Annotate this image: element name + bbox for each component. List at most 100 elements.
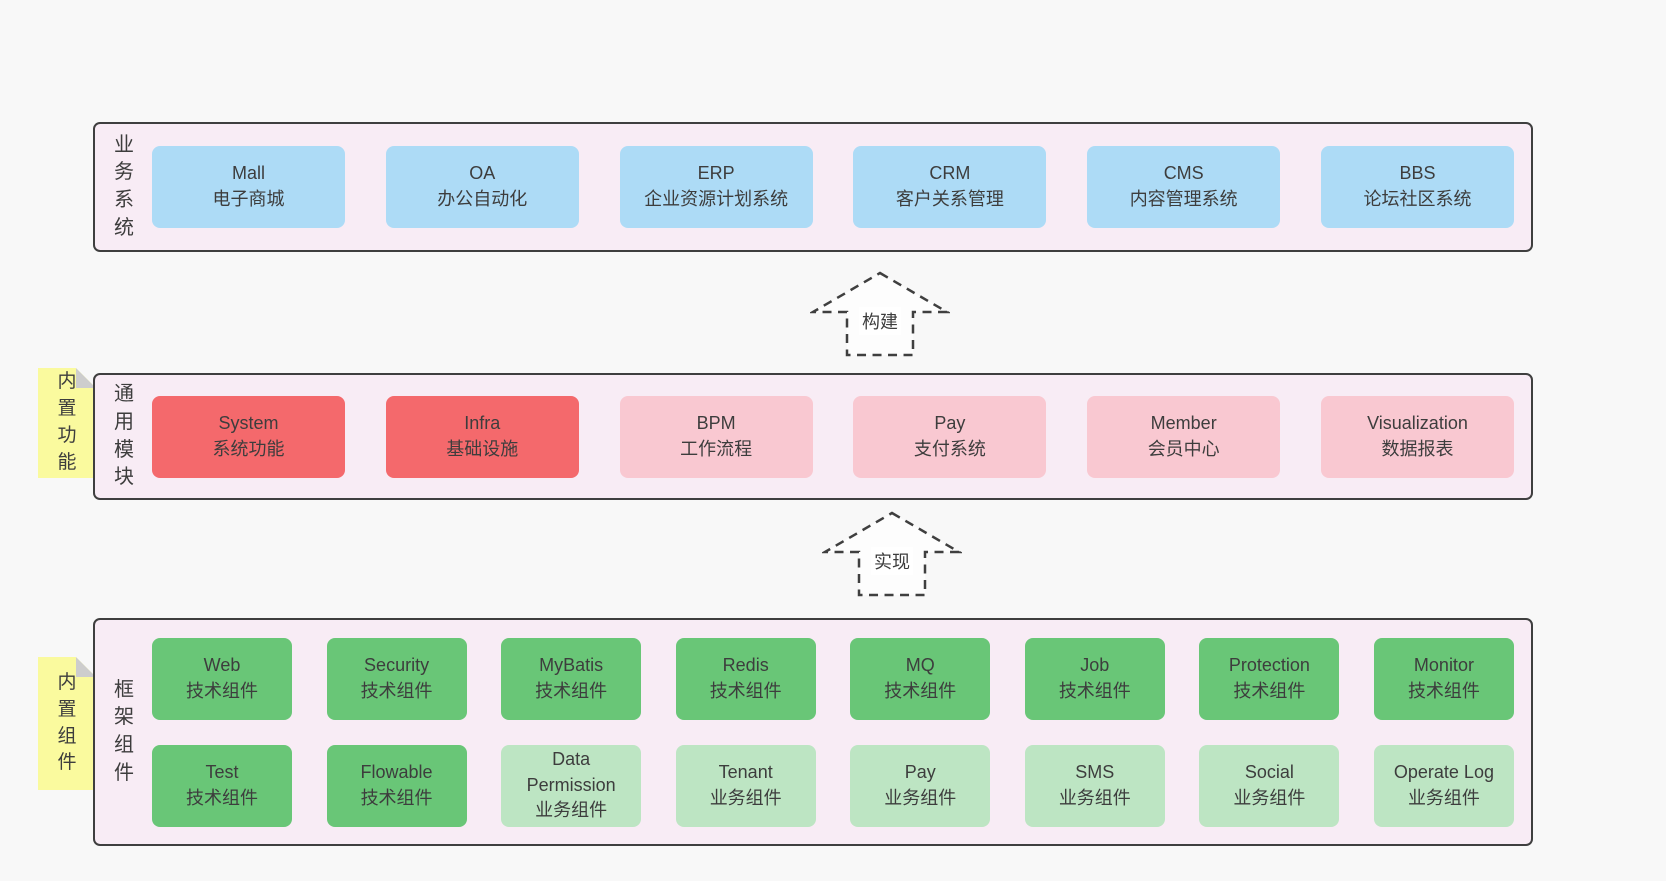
box-title: Flowable bbox=[360, 761, 433, 782]
box-mq: MQ 技术组件 bbox=[850, 637, 991, 720]
box-subtitle: 技术组件 bbox=[360, 680, 433, 701]
box-title: Pay bbox=[904, 761, 936, 782]
sticky-note-built-in-components: 内置组件 bbox=[38, 657, 96, 790]
box-title: Pay bbox=[934, 412, 966, 433]
box-oa: OA 办公自动化 bbox=[385, 146, 579, 228]
box-redis: Redis 技术组件 bbox=[675, 637, 816, 720]
box-job: Job 技术组件 bbox=[1024, 637, 1165, 720]
box-subtitle: 业务组件 bbox=[709, 787, 782, 808]
box-bpm: BPM 工作流程 bbox=[619, 395, 813, 478]
box-subtitle: 系统功能 bbox=[212, 438, 285, 459]
box-subtitle: 数据报表 bbox=[1381, 438, 1454, 459]
box-pay: Pay 支付系统 bbox=[853, 395, 1047, 478]
box-title: Tenant bbox=[718, 761, 773, 782]
section-framework-components: 框架组件 Web 技术组件 Security 技术组件 MyBatis 技术组件… bbox=[93, 618, 1533, 846]
box-subtitle: 技术组件 bbox=[535, 680, 608, 701]
box-subtitle: 企业资源计划系统 bbox=[644, 189, 789, 209]
box-subtitle: 基础设施 bbox=[446, 438, 519, 459]
box-sms: SMS 业务组件 bbox=[1024, 744, 1165, 827]
box-subtitle: 技术组件 bbox=[1058, 680, 1131, 701]
box-social: Social 业务组件 bbox=[1199, 744, 1340, 827]
box-bbs: BBS 论坛社区系统 bbox=[1320, 146, 1514, 228]
box-web: Web 技术组件 bbox=[152, 637, 292, 720]
box-member: Member 会员中心 bbox=[1087, 395, 1281, 478]
box-subtitle: 业务组件 bbox=[1233, 787, 1306, 808]
section-label-text: 框架组件 bbox=[114, 678, 134, 784]
box-title: Web bbox=[203, 654, 241, 675]
framework-row-1: Web 技术组件 Security 技术组件 MyBatis 技术组件 Redi… bbox=[152, 637, 1514, 720]
box-crm: CRM 客户关系管理 bbox=[853, 146, 1047, 228]
section-label-business: 业务系统 bbox=[95, 124, 153, 250]
box-title: Test bbox=[205, 761, 239, 782]
box-subtitle: 工作流程 bbox=[680, 438, 753, 459]
box-subtitle: 技术组件 bbox=[884, 680, 957, 701]
box-flowable: Flowable 技术组件 bbox=[326, 744, 467, 827]
note-text: 内置功能 bbox=[57, 371, 77, 473]
box-title: Data Permission bbox=[526, 749, 616, 795]
box-title: CRM bbox=[929, 163, 971, 184]
box-title: Member bbox=[1150, 412, 1217, 433]
box-subtitle: 技术组件 bbox=[1407, 680, 1480, 701]
box-title: Mall bbox=[231, 163, 265, 184]
box-title: Visualization bbox=[1367, 412, 1468, 433]
arrow-implement: 实现 bbox=[822, 510, 962, 598]
section-business-systems: 业务系统 Mall 电子商城 OA 办公自动化 ERP 企业资源计划系统 CRM… bbox=[93, 122, 1533, 252]
box-subtitle: 内容管理系统 bbox=[1129, 189, 1238, 209]
box-title: Infra bbox=[464, 412, 501, 433]
arrow-implement-label: 实现 bbox=[871, 547, 913, 575]
box-monitor: Monitor 技术组件 bbox=[1373, 637, 1514, 720]
box-title: ERP bbox=[697, 163, 735, 184]
box-title: Job bbox=[1080, 654, 1110, 675]
box-system: System 系统功能 bbox=[152, 395, 345, 478]
box-subtitle: 技术组件 bbox=[186, 680, 258, 701]
note-text: 内置组件 bbox=[57, 671, 77, 774]
box-subtitle: 技术组件 bbox=[709, 680, 782, 701]
box-title: CMS bbox=[1163, 163, 1204, 184]
box-subtitle: 支付系统 bbox=[913, 438, 986, 459]
box-title: BBS bbox=[1399, 163, 1436, 184]
box-subtitle: 业务组件 bbox=[535, 800, 608, 821]
section-label-modules: 通用模块 bbox=[95, 375, 153, 498]
box-mybatis: MyBatis 技术组件 bbox=[501, 637, 642, 720]
box-subtitle: 会员中心 bbox=[1147, 438, 1220, 459]
section-label-text: 通用模块 bbox=[114, 383, 134, 489]
box-subtitle: 办公自动化 bbox=[437, 189, 528, 209]
section-label-framework: 框架组件 bbox=[95, 620, 153, 844]
box-subtitle: 电子商城 bbox=[212, 189, 285, 209]
box-subtitle: 技术组件 bbox=[360, 787, 433, 808]
box-title: Protection bbox=[1228, 654, 1310, 675]
box-tenant: Tenant 业务组件 bbox=[675, 744, 816, 827]
box-subtitle: 业务组件 bbox=[1058, 787, 1131, 808]
box-subtitle: 客户关系管理 bbox=[895, 189, 1004, 209]
box-title: System bbox=[218, 412, 279, 433]
box-protection: Protection 技术组件 bbox=[1199, 637, 1340, 720]
box-title: Social bbox=[1244, 761, 1294, 782]
section-label-text: 业务系统 bbox=[114, 133, 134, 239]
framework-row-2: Test 技术组件 Flowable 技术组件 Data Permission … bbox=[152, 744, 1514, 827]
box-title: BPM bbox=[696, 412, 736, 433]
box-visualization: Visualization 数据报表 bbox=[1320, 395, 1514, 478]
box-title: Security bbox=[364, 654, 430, 675]
arrow-build-label: 构建 bbox=[859, 307, 901, 335]
box-subtitle: 业务组件 bbox=[1407, 787, 1480, 808]
box-operate-log: Operate Log 业务组件 bbox=[1373, 744, 1514, 827]
box-title: OA bbox=[469, 163, 496, 184]
box-infra: Infra 基础设施 bbox=[385, 395, 579, 478]
box-security: Security 技术组件 bbox=[326, 637, 467, 720]
box-title: MyBatis bbox=[539, 654, 604, 675]
box-title: Monitor bbox=[1413, 654, 1474, 675]
box-test: Test 技术组件 bbox=[152, 744, 292, 827]
box-subtitle: 技术组件 bbox=[1233, 680, 1306, 701]
framework-rows: Web 技术组件 Security 技术组件 MyBatis 技术组件 Redi… bbox=[152, 620, 1514, 844]
modules-boxes-row: System 系统功能 Infra 基础设施 BPM 工作流程 Pay 支付系统… bbox=[152, 375, 1514, 498]
box-subtitle: 论坛社区系统 bbox=[1363, 189, 1472, 209]
box-title: Redis bbox=[722, 654, 769, 675]
section-common-modules: 通用模块 System 系统功能 Infra 基础设施 BPM 工作流程 Pay… bbox=[93, 373, 1533, 500]
box-title: SMS bbox=[1075, 761, 1115, 782]
box-subtitle: 业务组件 bbox=[884, 787, 957, 808]
box-title: MQ bbox=[905, 654, 935, 675]
box-title: Operate Log bbox=[1393, 761, 1494, 782]
box-mall: Mall 电子商城 bbox=[152, 146, 345, 228]
box-data-permission: Data Permission 业务组件 bbox=[501, 744, 642, 827]
